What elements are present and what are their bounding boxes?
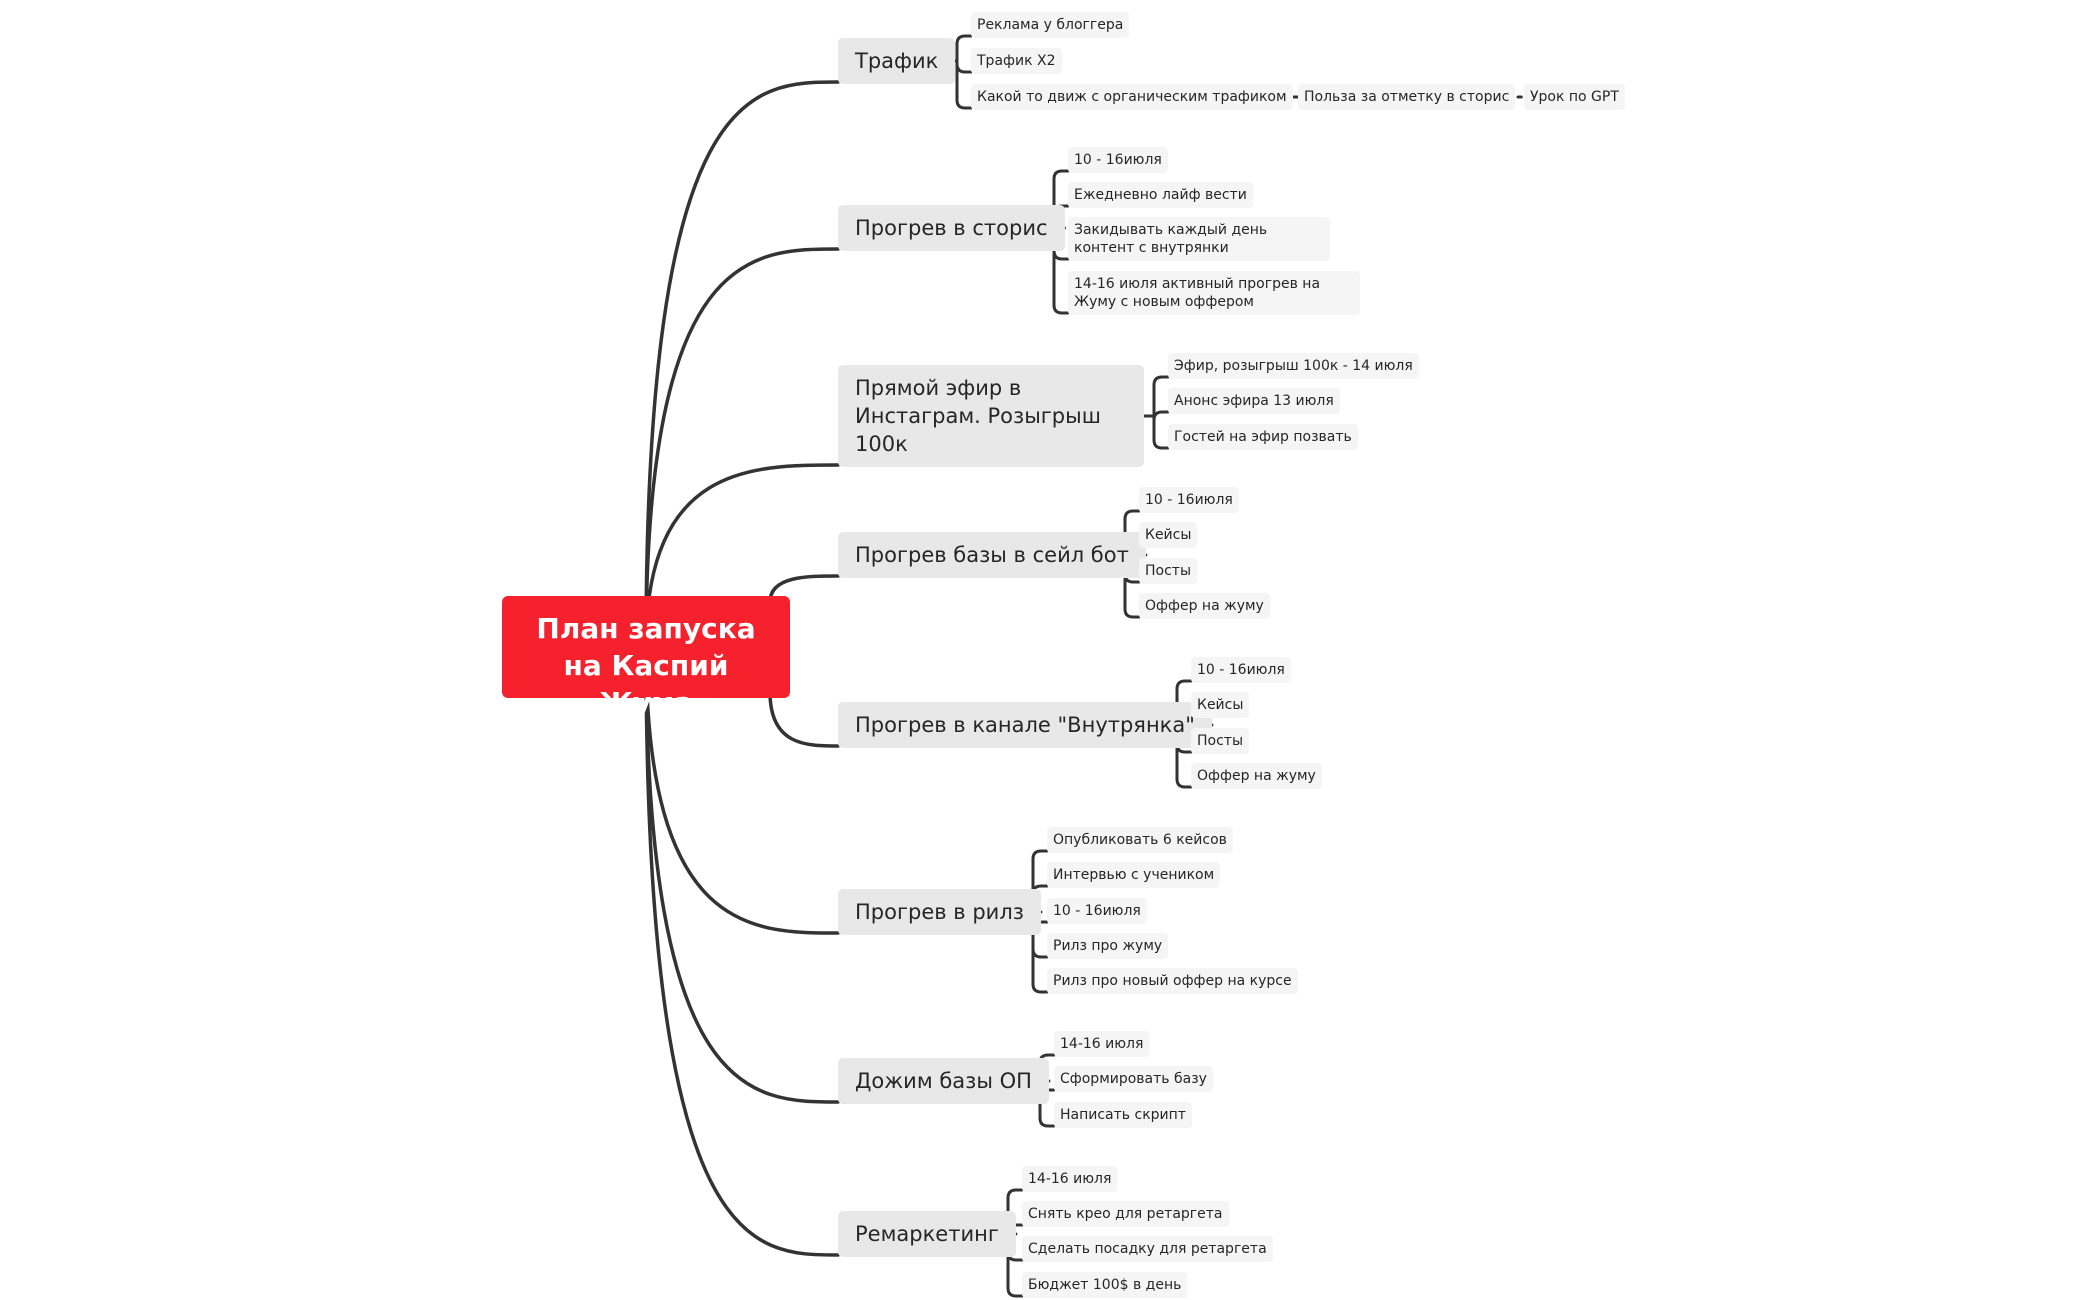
connector-branch-remarketing bbox=[644, 645, 840, 1257]
branch-traffic[interactable]: Трафик bbox=[838, 38, 956, 84]
connector-branch-channel-warmup bbox=[768, 690, 840, 748]
root-topic[interactable]: План запуска на Каспий Жума bbox=[502, 596, 790, 719]
leaf-salebot-offer[interactable]: Оффер на жуму bbox=[1139, 593, 1270, 619]
branch-reels-warmup[interactable]: Прогрев в рилз bbox=[838, 889, 1041, 935]
leaf-traffic-blogger-ad[interactable]: Реклама у блоггера bbox=[971, 12, 1130, 38]
connector-leaf-op-write-script bbox=[1038, 1116, 1056, 1128]
connector-leaf-remarketing-dates bbox=[1006, 1188, 1024, 1200]
connector-leaf-salebot-dates bbox=[1123, 509, 1141, 521]
leaf-live-announce[interactable]: Анонс эфира 13 июля bbox=[1168, 388, 1340, 414]
branch-op-base-closing[interactable]: Дожим базы ОП bbox=[838, 1058, 1049, 1104]
leaf-channel-cases[interactable]: Кейсы bbox=[1191, 692, 1250, 718]
branch-remarketing[interactable]: Ремаркетинг bbox=[838, 1211, 1016, 1257]
connector-leaf-stories-daily-content bbox=[1052, 249, 1070, 261]
leaf-remarketing-budget[interactable]: Бюджет 100$ в день bbox=[1022, 1272, 1188, 1298]
branch-stories-warmup[interactable]: Прогрев в сторис bbox=[838, 205, 1065, 251]
leaf-reels-new-offer[interactable]: Рилз про новый оффер на курсе bbox=[1047, 968, 1298, 994]
connector-leaf-stories-active-warmup bbox=[1052, 303, 1070, 315]
leaf-salebot-dates[interactable]: 10 - 16июля bbox=[1139, 487, 1239, 513]
connector-branch-instagram-live bbox=[644, 463, 840, 649]
connector-leaf-remarketing-budget bbox=[1006, 1286, 1024, 1298]
leaf-stories-dates[interactable]: 10 - 16июля bbox=[1068, 147, 1168, 173]
leaf-traffic-gpt-lesson[interactable]: Урок по GPT bbox=[1524, 84, 1625, 110]
leaf-live-guests[interactable]: Гостей на эфир позвать bbox=[1168, 424, 1358, 450]
connector-leaf-reels-six-cases bbox=[1031, 849, 1049, 861]
leaf-remarketing-landing[interactable]: Сделать посадку для ретаргета bbox=[1022, 1236, 1273, 1262]
leaf-salebot-posts[interactable]: Посты bbox=[1139, 558, 1197, 584]
leaf-traffic-organic[interactable]: Какой то движ с органическим трафиком bbox=[971, 84, 1293, 110]
connector-leaf-traffic-organic bbox=[955, 98, 973, 110]
leaf-reels-six-cases[interactable]: Опубликовать 6 кейсов bbox=[1047, 827, 1233, 853]
connector-leaf-live-announce bbox=[1152, 410, 1170, 422]
leaf-stories-daily-life[interactable]: Ежедневно лайф вести bbox=[1068, 182, 1253, 208]
leaf-traffic-stories-benefit[interactable]: Польза за отметку в сторис bbox=[1298, 84, 1516, 110]
leaf-reels-dates[interactable]: 10 - 16июля bbox=[1047, 898, 1147, 924]
connector-branch-stories-warmup bbox=[644, 247, 840, 649]
connector-leaf-live-giveaway bbox=[1152, 375, 1170, 387]
connector-branch-reels-warmup bbox=[644, 645, 840, 935]
leaf-reels-interview[interactable]: Интервью с учеником bbox=[1047, 862, 1221, 888]
connector-leaf-channel-dates bbox=[1175, 679, 1193, 691]
leaf-op-build-base[interactable]: Сформировать базу bbox=[1054, 1066, 1213, 1092]
connector-leaf-traffic-blogger-ad bbox=[955, 34, 973, 46]
leaf-remarketing-creatives[interactable]: Снять крео для ретаргета bbox=[1022, 1201, 1229, 1227]
connector-leaf-traffic-x2 bbox=[955, 62, 973, 74]
connector-leaf-reels-new-offer bbox=[1031, 982, 1049, 994]
connector-leaf-salebot-offer bbox=[1123, 607, 1141, 619]
connector-branch-op-base-closing bbox=[644, 645, 840, 1104]
branch-channel-warmup[interactable]: Прогрев в канале "Внутрянка" bbox=[838, 702, 1212, 748]
leaf-op-write-script[interactable]: Написать скрипт bbox=[1054, 1102, 1192, 1128]
leaf-salebot-cases[interactable]: Кейсы bbox=[1139, 522, 1198, 548]
leaf-stories-daily-content[interactable]: Закидывать каждый день контент с внутрян… bbox=[1068, 217, 1330, 261]
leaf-reels-juma[interactable]: Рилз про жуму bbox=[1047, 933, 1169, 959]
leaf-channel-posts[interactable]: Посты bbox=[1191, 728, 1249, 754]
branch-instagram-live[interactable]: Прямой эфир в Инстаграм. Розыгрыш 100к bbox=[838, 365, 1144, 467]
leaf-live-giveaway[interactable]: Эфир, розыгрыш 100к - 14 июля bbox=[1168, 353, 1419, 379]
leaf-stories-active-warmup[interactable]: 14-16 июля активный прогрев на Жуму с но… bbox=[1068, 271, 1360, 315]
leaf-remarketing-dates[interactable]: 14-16 июля bbox=[1022, 1166, 1118, 1192]
branch-salebot-warmup[interactable]: Прогрев базы в сейл бот bbox=[838, 532, 1146, 578]
connector-leaf-stories-dates bbox=[1052, 169, 1070, 181]
leaf-channel-dates[interactable]: 10 - 16июля bbox=[1191, 657, 1291, 683]
leaf-op-dates[interactable]: 14-16 июля bbox=[1054, 1031, 1150, 1057]
connector-leaf-channel-offer bbox=[1175, 777, 1193, 789]
leaf-traffic-x2[interactable]: Трафик Х2 bbox=[971, 48, 1062, 74]
connector-branch-traffic bbox=[644, 80, 840, 649]
leaf-channel-offer[interactable]: Оффер на жуму bbox=[1191, 763, 1322, 789]
connector-leaf-reels-juma bbox=[1031, 947, 1049, 959]
connector-leaf-live-guests bbox=[1152, 438, 1170, 450]
connector-branch-salebot-warmup bbox=[768, 574, 840, 604]
